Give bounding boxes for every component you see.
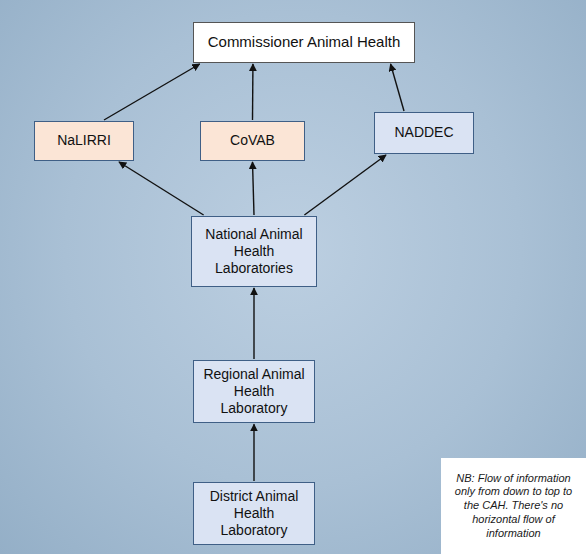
flow-arrow bbox=[253, 288, 254, 359]
box-label: CoVAB bbox=[230, 132, 275, 149]
flow-arrow bbox=[253, 424, 254, 481]
box-label: NaLIRRI bbox=[57, 132, 111, 149]
box-label: Regional Animal Health Laboratory bbox=[201, 366, 307, 417]
process-box: NADDEC bbox=[374, 112, 474, 154]
flow-arrow bbox=[104, 64, 200, 120]
box-label: National Animal Health Laboratories bbox=[199, 226, 309, 277]
note-text: NB: Flow of information only from down t… bbox=[449, 472, 578, 541]
process-box: CoVAB bbox=[200, 121, 305, 161]
flow-arrow bbox=[119, 162, 204, 215]
flow-arrow bbox=[391, 64, 404, 111]
process-box: Regional Animal Health Laboratory bbox=[193, 360, 315, 423]
box-label: NADDEC bbox=[394, 124, 453, 141]
flow-arrow bbox=[252, 64, 254, 120]
box-label: District Animal Health Laboratory bbox=[201, 488, 307, 539]
process-box: National Animal Health Laboratories bbox=[191, 216, 317, 287]
note-box: NB: Flow of information only from down t… bbox=[441, 458, 586, 554]
flow-arrow bbox=[304, 155, 386, 215]
process-box: District Animal Health Laboratory bbox=[193, 482, 315, 545]
process-box: NaLIRRI bbox=[34, 121, 134, 161]
process-box: Commissioner Animal Health bbox=[193, 22, 415, 63]
box-label: Commissioner Animal Health bbox=[208, 33, 401, 51]
flow-arrow bbox=[253, 162, 255, 215]
